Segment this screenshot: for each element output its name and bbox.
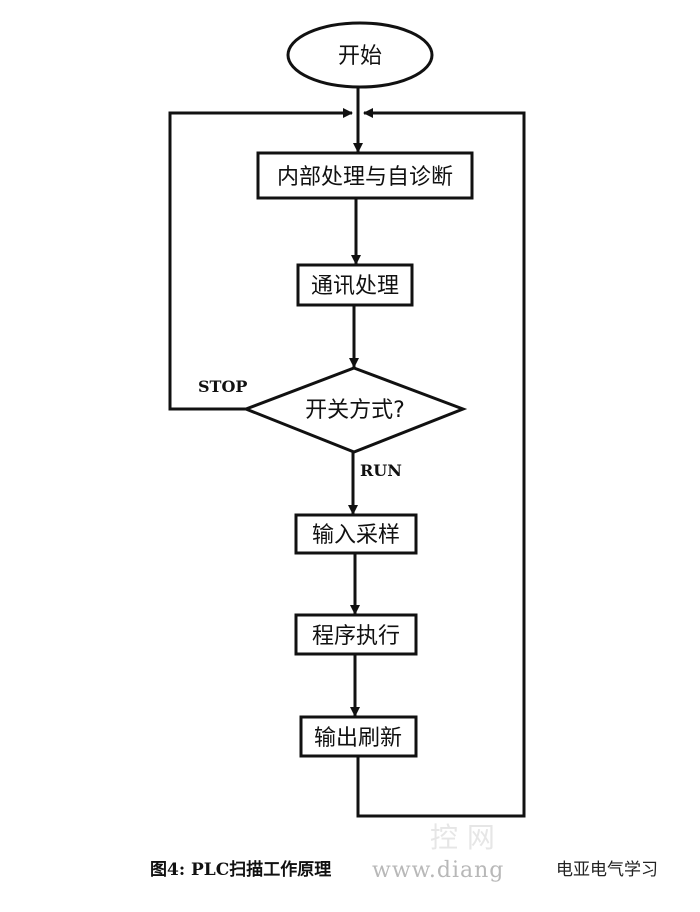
start-node bbox=[286, 21, 434, 89]
step-internal-box bbox=[256, 151, 474, 200]
step-input-box bbox=[294, 513, 418, 555]
figure-caption: 图4: PLC扫描工作原理 bbox=[150, 860, 332, 880]
run-loop-line bbox=[356, 108, 526, 818]
step-output-label: 输出刷新 bbox=[314, 726, 402, 751]
start-label: 开始 bbox=[338, 44, 382, 69]
watermark-url: www.diang bbox=[372, 858, 505, 883]
stop-loop-line bbox=[168, 108, 353, 411]
stop-label: STOP bbox=[198, 377, 247, 396]
step-internal-label: 内部处理与自诊断 bbox=[277, 165, 453, 190]
step-exec-label: 程序执行 bbox=[312, 624, 400, 649]
watermark-brand: 电亚电气学习 bbox=[556, 860, 658, 880]
step-exec-box bbox=[294, 613, 418, 656]
decision-node bbox=[241, 366, 468, 454]
run-label: RUN bbox=[360, 461, 402, 480]
step-output-box bbox=[299, 715, 418, 758]
watermark-background: 控 网 bbox=[430, 821, 495, 854]
step-comm-box bbox=[296, 263, 414, 307]
step-comm-label: 通讯处理 bbox=[311, 274, 399, 299]
decision-label: 开关方式? bbox=[305, 398, 405, 423]
step-input-label: 输入采样 bbox=[312, 523, 400, 548]
